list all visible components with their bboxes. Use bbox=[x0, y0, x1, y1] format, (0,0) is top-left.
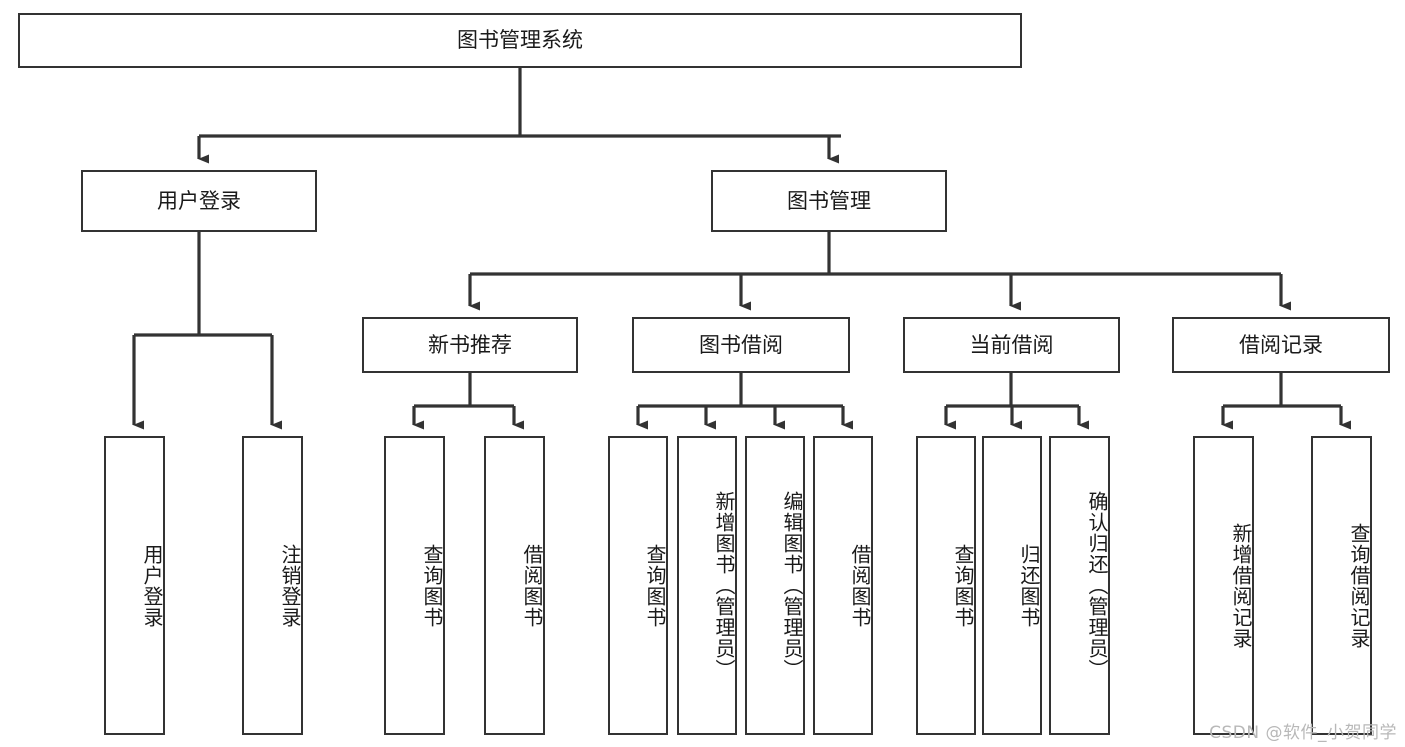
node-label: 注销登录 bbox=[278, 543, 302, 628]
node-book-management[interactable]: 图书管理 bbox=[711, 170, 947, 232]
node-label: 新增图书（管理员） bbox=[712, 491, 736, 680]
node-root-book-management-system[interactable]: 图书管理系统 bbox=[18, 13, 1022, 68]
node-label: 编辑图书（管理员） bbox=[780, 491, 804, 680]
node-leaf-query-book-2[interactable]: 查询图书 bbox=[608, 436, 668, 735]
node-leaf-add-book[interactable]: 新增图书（管理员） bbox=[677, 436, 737, 735]
node-label: 归还图书 bbox=[1017, 543, 1041, 628]
node-label: 图书管理系统 bbox=[457, 28, 583, 53]
node-leaf-return-book[interactable]: 归还图书 bbox=[982, 436, 1042, 735]
node-label: 图书借阅 bbox=[699, 332, 783, 357]
node-leaf-user-login[interactable]: 用户登录 bbox=[104, 436, 165, 735]
node-user-login[interactable]: 用户登录 bbox=[81, 170, 317, 232]
node-leaf-logout[interactable]: 注销登录 bbox=[242, 436, 303, 735]
node-label: 借阅图书 bbox=[848, 543, 872, 628]
node-book-borrow[interactable]: 图书借阅 bbox=[632, 317, 850, 373]
node-leaf-add-record[interactable]: 新增借阅记录 bbox=[1193, 436, 1254, 735]
node-leaf-query-record[interactable]: 查询借阅记录 bbox=[1311, 436, 1372, 735]
node-label: 查询图书 bbox=[643, 543, 667, 628]
node-leaf-borrow-book-2[interactable]: 借阅图书 bbox=[813, 436, 873, 735]
node-label: 借阅记录 bbox=[1239, 332, 1323, 357]
node-label: 确认归还（管理员） bbox=[1085, 491, 1109, 680]
node-leaf-query-book-3[interactable]: 查询图书 bbox=[916, 436, 976, 735]
node-leaf-edit-book[interactable]: 编辑图书（管理员） bbox=[745, 436, 805, 735]
node-label: 图书管理 bbox=[787, 188, 871, 213]
node-borrow-record[interactable]: 借阅记录 bbox=[1172, 317, 1390, 373]
node-label: 当前借阅 bbox=[969, 332, 1054, 357]
node-label: 用户登录 bbox=[140, 543, 164, 628]
node-current-borrow[interactable]: 当前借阅 bbox=[903, 317, 1120, 373]
node-leaf-query-book-1[interactable]: 查询图书 bbox=[384, 436, 445, 735]
node-new-book-recommend[interactable]: 新书推荐 bbox=[362, 317, 578, 373]
node-leaf-borrow-book-1[interactable]: 借阅图书 bbox=[484, 436, 545, 735]
node-label: 用户登录 bbox=[157, 188, 241, 213]
node-leaf-confirm-return[interactable]: 确认归还（管理员） bbox=[1049, 436, 1110, 735]
node-label: 新增借阅记录 bbox=[1229, 522, 1253, 649]
node-label: 新书推荐 bbox=[428, 332, 512, 357]
node-label: 查询图书 bbox=[420, 543, 444, 628]
node-label: 查询图书 bbox=[951, 543, 975, 628]
node-label: 查询借阅记录 bbox=[1347, 522, 1371, 649]
node-label: 借阅图书 bbox=[520, 543, 544, 628]
